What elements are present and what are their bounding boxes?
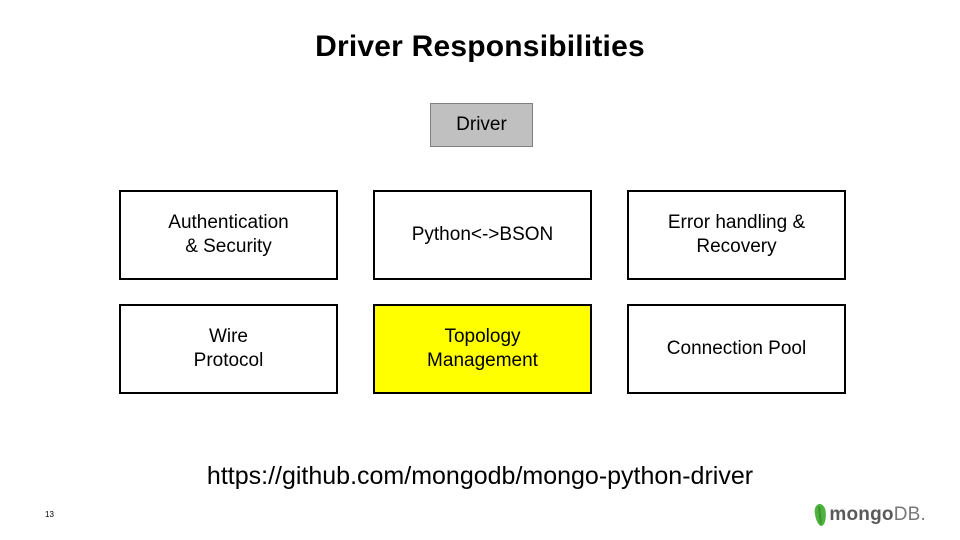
mongodb-logo-text: mongoDB.: [829, 504, 926, 526]
repository-link-text[interactable]: https://github.com/mongodb/mongo-python-…: [206, 462, 754, 490]
cell-label: Error handling &Recovery: [667, 212, 806, 257]
cell-label: Python<->BSON: [411, 224, 554, 246]
responsibility-cell-python-bson: Python<->BSON: [373, 190, 592, 280]
mongodb-logo-text-bold: mongo: [829, 504, 894, 525]
page-number: 13: [45, 510, 54, 519]
cell-label: Authentication& Security: [168, 212, 289, 257]
mongodb-logo: mongoDB.: [814, 502, 926, 528]
mongodb-logo-text-light: DB.: [893, 504, 926, 525]
responsibility-cell-error-handling-recovery: Error handling &Recovery: [627, 190, 846, 280]
driver-box: Driver: [430, 103, 533, 147]
mongodb-leaf-icon: [814, 503, 828, 527]
responsibilities-grid: Authentication& Security Python<->BSON E…: [119, 190, 846, 395]
repository-link[interactable]: https://github.com/mongodb/mongo-python-…: [0, 462, 960, 491]
responsibility-cell-connection-pool: Connection Pool: [627, 304, 846, 394]
cell-label: Connection Pool: [666, 338, 807, 360]
driver-box-label: Driver: [456, 114, 507, 135]
responsibility-cell-authentication-security: Authentication& Security: [119, 190, 338, 280]
page-title: Driver Responsibilities: [315, 30, 645, 63]
